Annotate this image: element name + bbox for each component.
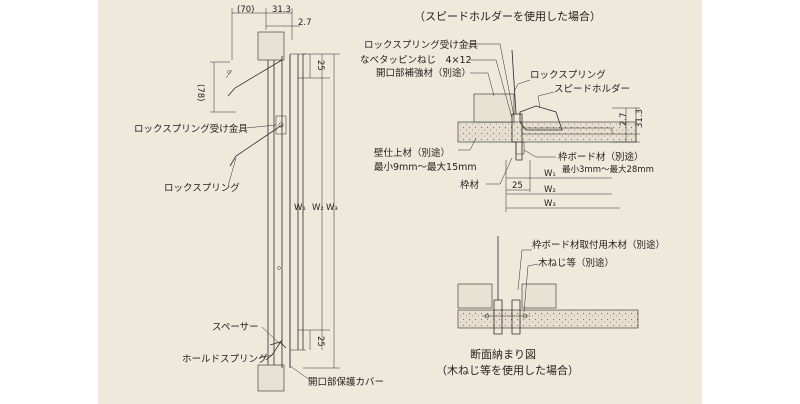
tr-label-screw: なべタッピンねじ 4×12: [360, 55, 472, 66]
top-right-section-diagram: （スピードホルダーを使用した場合）: [360, 9, 654, 212]
tr-leader-lock-spring: [513, 79, 531, 93]
left-elevation-diagram: (70) 31.3 2.7 (78) 25 25 W₁ W₂ W₃ ロックスプリ…: [134, 5, 384, 392]
left-w2: W₂: [312, 203, 324, 213]
br-frame-left: [493, 299, 503, 335]
br-caption-line1: 断面納まり図: [470, 347, 536, 361]
leader-bracket: [245, 124, 277, 129]
bottom-right-section-diagram: 枠ボード材取付用木材（別途） 木ねじ等（別途） 断面納まり図 （木ねじ等を使用し…: [436, 236, 665, 377]
br-ceiling-board: [457, 309, 639, 329]
tr-leader-wall-finish: [458, 137, 477, 151]
tr-w1: W₁: [544, 169, 556, 179]
tr-w3: W₃: [544, 199, 556, 209]
br-wood-block-right: [521, 283, 557, 309]
left-label-cover: 開口部保護カバー: [308, 376, 384, 388]
tr-label-reinforce: 開口部補強材（別途）: [376, 67, 471, 79]
tr-leader-speed-holder: [537, 91, 555, 109]
tr-leader-frame-board: [523, 149, 556, 158]
left-label-spacer: スペーサー: [212, 322, 259, 333]
leader-spacer: [261, 326, 281, 345]
tr-label-lock-spring: ロックスプリング: [530, 69, 606, 81]
br-label-screw: 木ねじ等（別途）: [538, 257, 614, 269]
tr-leader-frame: [486, 157, 513, 185]
tr-label-speed-holder: スピードホルダー: [554, 83, 630, 95]
spring-tip-upper: [225, 69, 233, 79]
left-w3: W₃: [326, 203, 338, 213]
br-wood-block-left: [457, 283, 493, 309]
tr-label-wall-finish: 壁仕上材（別途）: [374, 147, 450, 159]
tr-lock-spring-rod: [511, 49, 517, 115]
tr-frame-profile: [511, 113, 523, 161]
tr-title: （スピードホルダーを使用した場合）: [414, 9, 601, 23]
br-screw-head-right: [522, 313, 528, 319]
br-leader-wood: [517, 249, 532, 291]
frame-hole: [277, 266, 281, 270]
tr-w2: W₂: [544, 185, 556, 195]
spring-tip-loop: [227, 70, 231, 74]
tr-reinforcement-block: [473, 93, 515, 123]
tr-label-frame-board: 枠ボード材（別途）: [558, 151, 644, 163]
tr-dim-27-label: 2.7: [619, 112, 629, 126]
lock-spring-arm-upper: [227, 59, 283, 97]
br-caption-line2: （木ねじ等を使用した場合）: [436, 363, 579, 377]
lock-spring-arm-lower: [229, 124, 283, 167]
left-label-hold-spring: ホールドスプリング: [182, 353, 268, 365]
left-dim-78: (78): [195, 84, 205, 101]
lock-spring-bracket: [275, 115, 287, 135]
left-dim-27: 2.7: [298, 18, 312, 28]
left-label-bracket: ロックスプリング受け金具: [134, 123, 248, 135]
br-label-wood: 枠ボード材取付用木材（別途）: [532, 239, 665, 251]
tr-label-bracket: ロックスプリング受け金具: [364, 39, 478, 51]
spacer-shape: [269, 341, 287, 349]
tr-frame-board: [515, 141, 525, 155]
tr-dim-25-label: 25: [512, 181, 523, 191]
bracket-screw: [278, 122, 284, 128]
br-leader-screw: [523, 263, 539, 313]
br-screw-head-left: [484, 313, 490, 319]
left-dim-25-bottom: 25: [315, 336, 325, 347]
tr-label-frame-range: 最小3mm～最大28mm: [562, 164, 654, 175]
tr-leader-bracket: [466, 43, 515, 117]
tr-dim-313-label: 31.3: [635, 109, 645, 128]
left-label-lock-spring: ロックスプリング: [164, 182, 240, 194]
tr-leader-screw: [470, 59, 513, 119]
tr-label-frame: 枠材: [460, 179, 480, 191]
tr-speed-holder: [519, 105, 563, 131]
tr-panel: [521, 127, 613, 135]
br-frame-right: [511, 299, 521, 335]
tr-label-wall-range: 最小9mm～最大15mm: [374, 161, 477, 173]
left-dim-313: 31.3: [272, 5, 291, 15]
tr-ceiling-board: [457, 121, 637, 143]
wall-block-bottom: [257, 364, 285, 392]
left-w1: W₁: [294, 203, 306, 213]
leader-lock-spring: [227, 157, 237, 187]
left-dim-70: (70): [237, 5, 254, 15]
wall-block-top: [257, 31, 285, 61]
tr-leader-reinforce: [470, 72, 495, 97]
diagram-background-panel: [98, 0, 702, 404]
leader-hold-spring: [259, 354, 273, 359]
left-dim-25-top: 25: [315, 60, 325, 71]
leader-cover: [289, 365, 311, 381]
